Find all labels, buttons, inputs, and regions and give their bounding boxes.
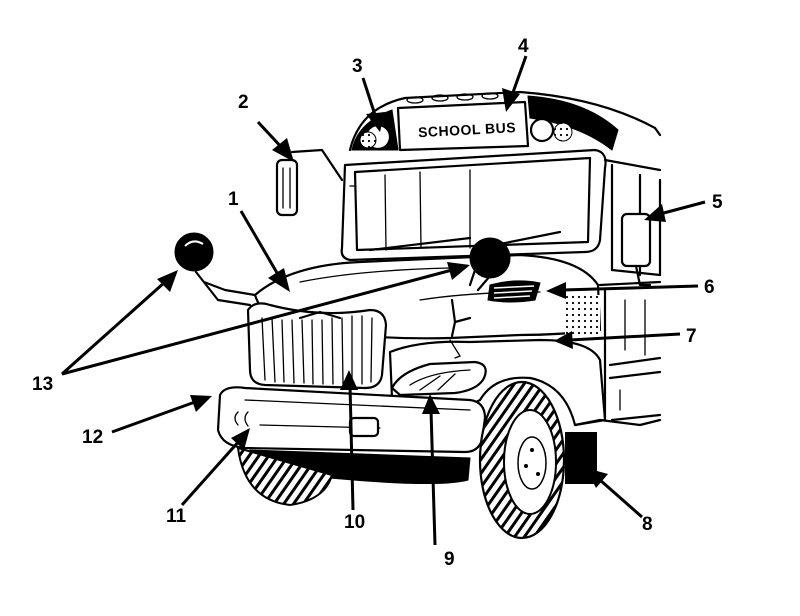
callout-1: 1 (228, 189, 239, 210)
grille-bars (261, 315, 373, 385)
callout-11: 11 (166, 506, 187, 527)
callout-8: 8 (642, 514, 653, 535)
warning-lamp-right (529, 117, 573, 143)
left-mirror-assembly (275, 148, 344, 217)
callout-5: 5 (712, 192, 723, 213)
crossover-mirror-hood (449, 237, 511, 359)
callout-6: 6 (704, 277, 715, 298)
callout-3: 3 (352, 56, 363, 77)
front-wheel (478, 380, 566, 540)
callout-7: 7 (686, 326, 697, 347)
callout-12: 12 (82, 427, 103, 448)
callout-9: 9 (444, 549, 455, 570)
callout-13: 13 (32, 374, 53, 395)
callout-2: 2 (238, 92, 249, 113)
right-mirror (620, 212, 652, 287)
callout-arrows (61, 55, 706, 546)
callout-labels: 1 2 3 4 5 6 7 8 9 10 11 12 13 (32, 36, 723, 570)
callout-10: 10 (344, 512, 365, 533)
warning-lamp-left (359, 123, 392, 151)
bus-illustration: SCHOOL BUS (174, 90, 662, 540)
bus-sign-text: SCHOOL BUS (418, 119, 517, 140)
callout-4: 4 (518, 36, 529, 57)
crossover-mirror-left (174, 232, 257, 307)
